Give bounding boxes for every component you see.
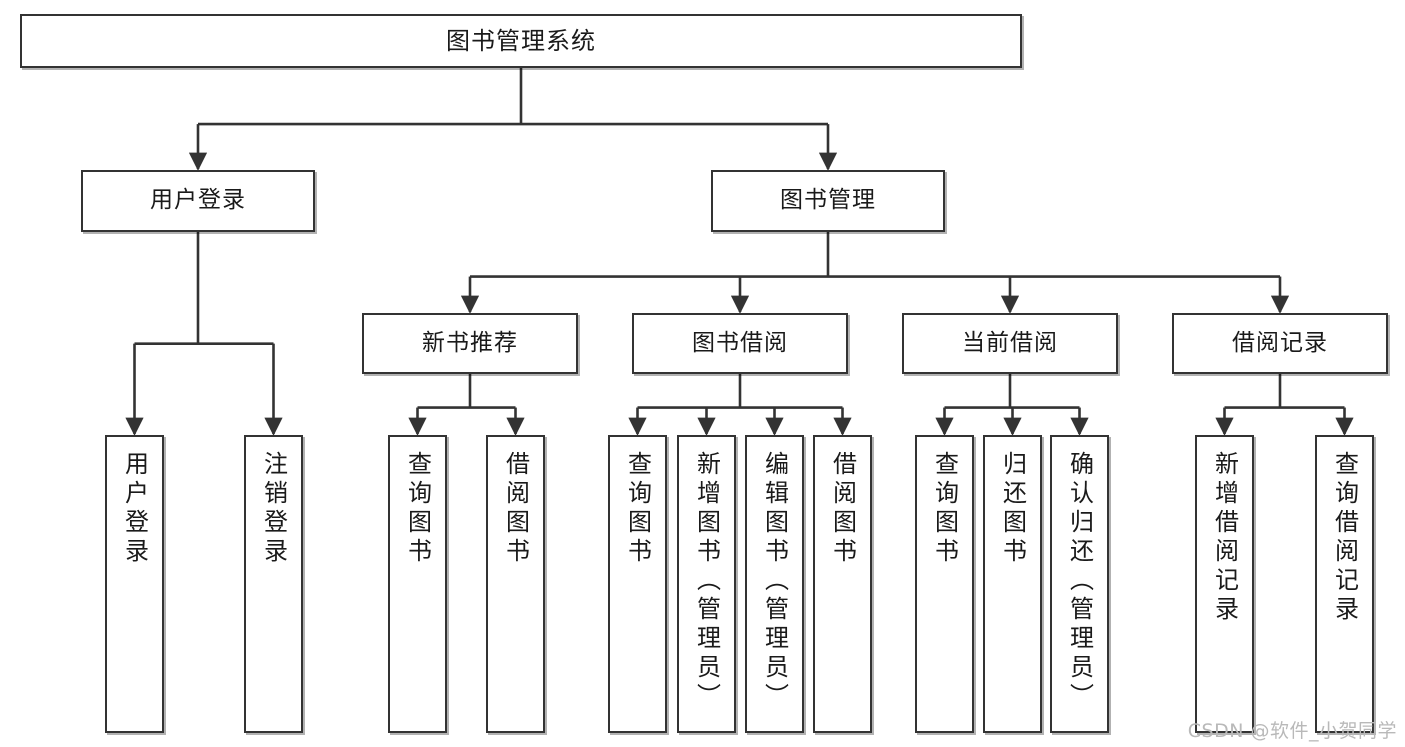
node-leaf-rec-borrow-book[interactable]: 借阅图书 xyxy=(486,435,545,733)
node-label-leaf-rec-query-book: 查询图书 xyxy=(403,451,432,567)
node-label-book-manage: 图书管理 xyxy=(780,187,876,214)
node-label-leaf-borrow-query-book: 查询图书 xyxy=(623,451,652,567)
node-root[interactable]: 图书管理系统 xyxy=(20,14,1022,68)
node-leaf-user-login[interactable]: 用户登录 xyxy=(105,435,164,733)
node-label-borrow-record: 借阅记录 xyxy=(1232,329,1328,356)
node-leaf-borrow-borrow-book[interactable]: 借阅图书 xyxy=(813,435,872,733)
node-label-leaf-current-return-book: 归还图书 xyxy=(998,451,1027,567)
node-leaf-current-query-book[interactable]: 查询图书 xyxy=(915,435,974,733)
node-leaf-current-confirm-return[interactable]: 确认归还（管理员） xyxy=(1050,435,1109,733)
node-label-book-borrow: 图书借阅 xyxy=(692,329,788,356)
node-user-login[interactable]: 用户登录 xyxy=(81,170,315,232)
node-current-borrow[interactable]: 当前借阅 xyxy=(902,313,1118,374)
node-label-leaf-current-confirm-return: 确认归还（管理员） xyxy=(1065,451,1094,712)
node-leaf-current-return-book[interactable]: 归还图书 xyxy=(983,435,1042,733)
node-new-book-recommend[interactable]: 新书推荐 xyxy=(362,313,578,374)
node-book-borrow[interactable]: 图书借阅 xyxy=(632,313,848,374)
node-borrow-record[interactable]: 借阅记录 xyxy=(1172,313,1388,374)
watermark-text: CSDN @软件_小贺同学 xyxy=(1187,720,1397,742)
node-label-leaf-record-add: 新增借阅记录 xyxy=(1210,451,1239,625)
node-label-leaf-record-query: 查询借阅记录 xyxy=(1330,451,1359,625)
node-leaf-rec-query-book[interactable]: 查询图书 xyxy=(388,435,447,733)
node-label-leaf-rec-borrow-book: 借阅图书 xyxy=(501,451,530,567)
node-label-leaf-borrow-add-book: 新增图书（管理员） xyxy=(692,451,721,712)
node-label-current-borrow: 当前借阅 xyxy=(962,329,1058,356)
node-label-leaf-current-query-book: 查询图书 xyxy=(930,451,959,567)
node-leaf-borrow-query-book[interactable]: 查询图书 xyxy=(608,435,667,733)
node-label-root: 图书管理系统 xyxy=(446,26,596,55)
node-book-manage[interactable]: 图书管理 xyxy=(711,170,945,232)
node-label-leaf-user-login: 用户登录 xyxy=(120,451,149,567)
node-leaf-record-add[interactable]: 新增借阅记录 xyxy=(1195,435,1254,733)
node-leaf-borrow-add-book[interactable]: 新增图书（管理员） xyxy=(677,435,736,733)
node-label-leaf-user-logout: 注销登录 xyxy=(259,451,288,567)
node-label-leaf-borrow-edit-book: 编辑图书（管理员） xyxy=(760,451,789,712)
node-leaf-user-logout[interactable]: 注销登录 xyxy=(244,435,303,733)
node-label-leaf-borrow-borrow-book: 借阅图书 xyxy=(828,451,857,567)
node-leaf-record-query[interactable]: 查询借阅记录 xyxy=(1315,435,1374,733)
node-leaf-borrow-edit-book[interactable]: 编辑图书（管理员） xyxy=(745,435,804,733)
node-label-new-book-recommend: 新书推荐 xyxy=(422,329,518,356)
node-label-user-login: 用户登录 xyxy=(150,187,246,214)
